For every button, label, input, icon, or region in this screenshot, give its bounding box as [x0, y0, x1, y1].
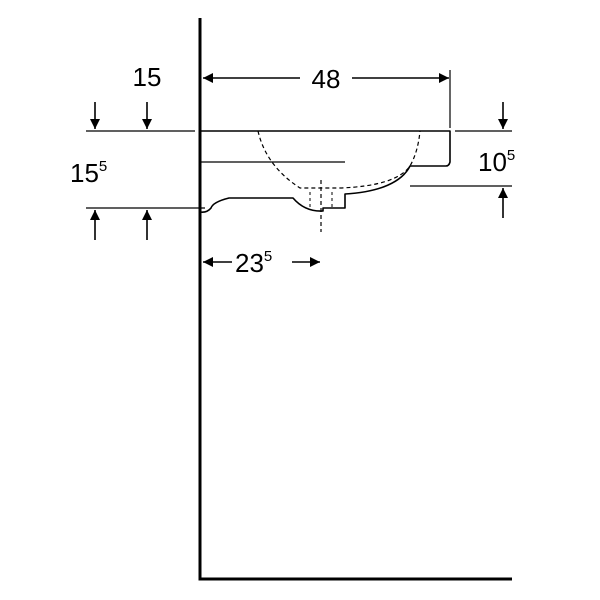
dim-label-wall-offset: 15	[133, 62, 162, 92]
dim-label-width: 48	[312, 64, 341, 94]
dim-label-basin-height: 155	[70, 158, 107, 188]
bowl-inner-dashed	[257, 130, 421, 189]
dim-label-drain-distance: 235	[235, 248, 272, 278]
washbasin-outline	[199, 130, 451, 213]
dim-label-rim-height: 105	[478, 147, 515, 177]
